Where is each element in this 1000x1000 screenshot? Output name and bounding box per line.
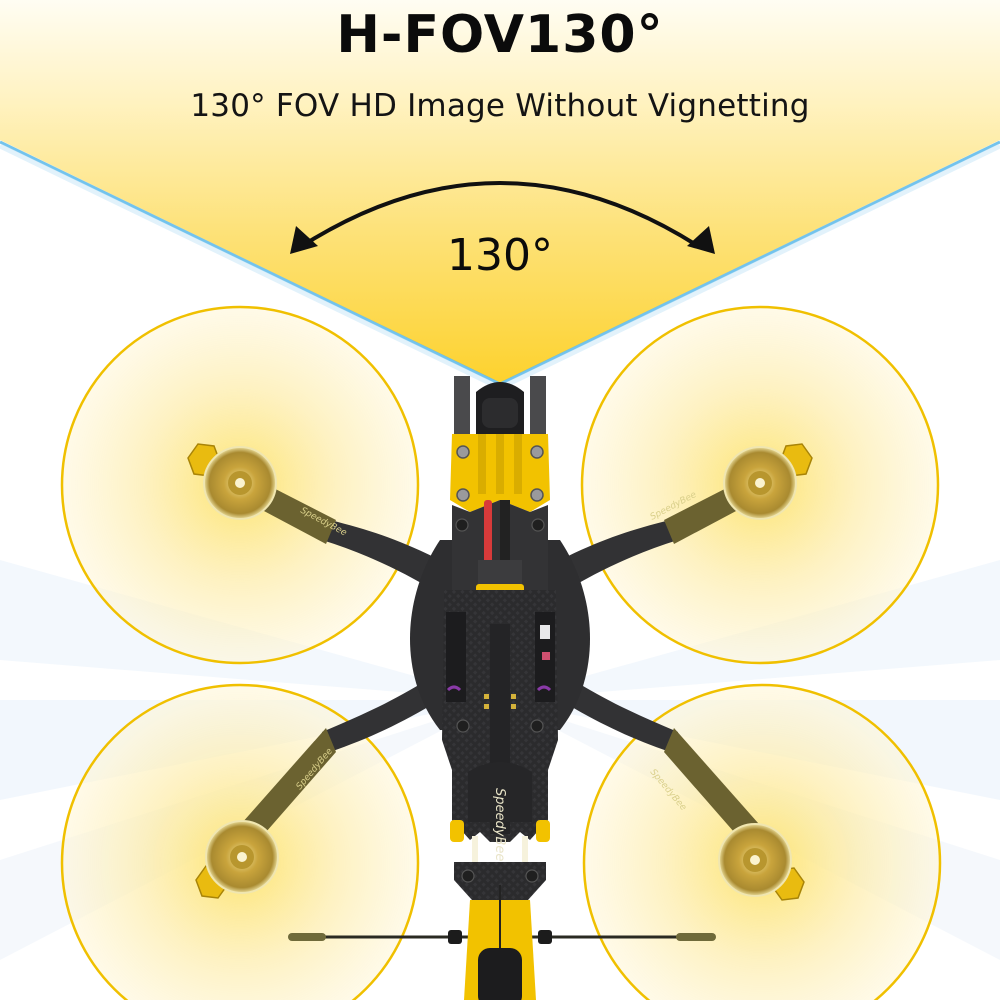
flight-controller-stack bbox=[446, 612, 555, 709]
arrow-right-icon bbox=[687, 226, 715, 254]
frame-brand-logo: SpeedyBee bbox=[492, 788, 507, 861]
frame-body: SpeedyBee bbox=[442, 376, 558, 1000]
fov-arc-arrow bbox=[290, 181, 715, 254]
page-title: H-FOV130° bbox=[336, 5, 664, 65]
motor-front-right bbox=[723, 446, 797, 520]
fov-angle-label: 130° bbox=[447, 230, 553, 281]
fpv-camera bbox=[476, 382, 524, 440]
page-subtitle: 130° FOV HD Image Without Vignetting bbox=[190, 88, 810, 124]
motor-front-left bbox=[203, 446, 277, 520]
camera-cage bbox=[450, 434, 550, 512]
rear-antenna-mount bbox=[464, 885, 536, 1000]
arrow-left-icon bbox=[290, 226, 318, 254]
motors bbox=[203, 446, 797, 897]
motor-rear-right bbox=[718, 823, 792, 897]
motor-rear-left bbox=[205, 820, 279, 894]
